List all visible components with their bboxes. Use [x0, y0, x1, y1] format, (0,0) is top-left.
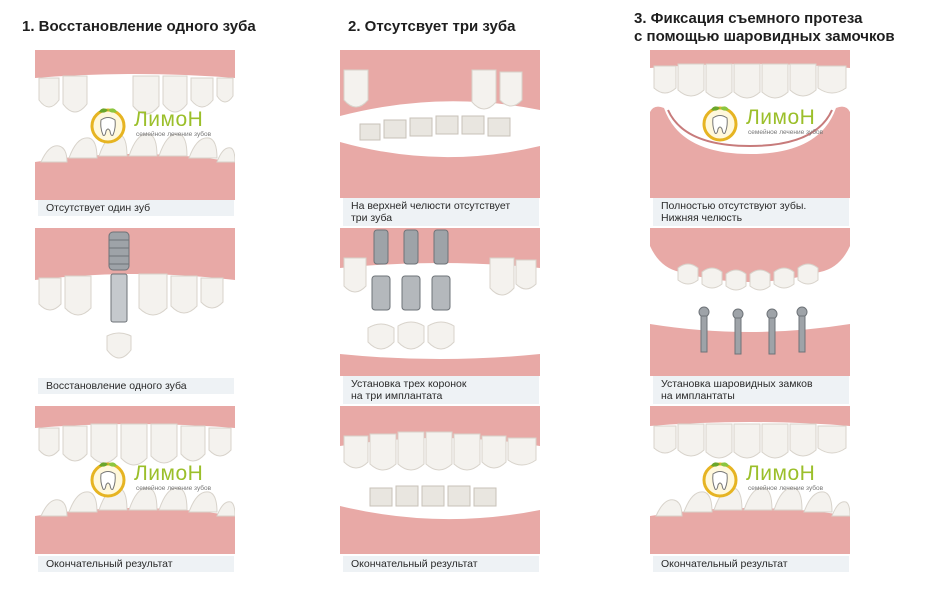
logo-name: ЛимоН — [746, 462, 816, 485]
caption-line: Полностью отсутствуют зубы. — [661, 200, 807, 212]
caption-line: на три имплантата — [351, 390, 443, 402]
illustration-missing-one-tooth — [35, 50, 235, 200]
caption-line: три зуба — [351, 212, 393, 224]
limon-logo-icon — [702, 462, 738, 498]
column-1-title: 1. Восстановление одного зуба — [22, 18, 256, 36]
logo-name: ЛимоН — [746, 106, 816, 129]
caption-line: Окончательный результат — [351, 558, 478, 570]
caption-line: Отсутствует один зуб — [46, 202, 151, 214]
column-2-title-line: 2. Отсутсвует три зуба — [348, 18, 516, 35]
illustration-final-result-3 — [650, 406, 850, 554]
caption-line: Окончательный результат — [46, 558, 173, 570]
illustration-final-result-2 — [340, 406, 540, 554]
caption-line: Установка трех коронок — [351, 378, 467, 390]
logo-tagline: семейное лечение зубов — [136, 485, 212, 492]
caption-three-missing: На верхней челюсти отсутствует три зуба — [343, 198, 539, 226]
logo-tagline: семейное лечение зубов — [748, 485, 824, 492]
column-3-title: 3. Фиксация съемного протеза с помощью ш… — [634, 10, 895, 46]
illustration-ball-attachments — [650, 228, 850, 376]
caption-final-result-2: Окончательный результат — [343, 556, 539, 572]
caption-line: Окончательный результат — [661, 558, 788, 570]
caption-ball-locks: Установка шаровидных замков на имплантат… — [653, 376, 849, 404]
caption-single-restoration: Восстановление одного зуба — [38, 378, 234, 394]
limon-logo: ЛимоН семейное лечение зубов — [88, 104, 211, 144]
caption-line: на имплантаты — [661, 390, 735, 402]
logo-name: ЛимоН — [134, 108, 204, 131]
illustration-three-missing-teeth — [340, 50, 540, 198]
limon-logo-icon — [90, 462, 126, 498]
caption-line: Нижняя челюсть — [661, 212, 743, 224]
column-2-title: 2. Отсутсвует три зуба — [348, 18, 515, 36]
illustration-final-result-1 — [35, 406, 235, 554]
implant-screw — [108, 231, 130, 323]
illustration-single-implant — [35, 228, 235, 376]
column-3-title-line-1: 3. Фиксация съемного протеза — [634, 10, 863, 27]
column-3-title-line-2: с помощью шаровидных замочков — [634, 28, 895, 45]
limon-logo: ЛимоН семейное лечение зубов — [88, 458, 211, 498]
caption-no-teeth: Полностью отсутствуют зубы. Нижняя челюс… — [653, 198, 849, 226]
limon-logo: ЛимоН семейное лечение зубов — [700, 458, 823, 498]
caption-final-result-1: Окончательный результат — [38, 556, 234, 572]
illustration-edentulous-jaw — [650, 50, 850, 198]
logo-tagline: семейное лечение зубов — [136, 131, 212, 138]
caption-line: На верхней челюсти отсутствует — [351, 200, 511, 212]
logo-tagline: семейное лечение зубов — [748, 129, 824, 136]
limon-logo-icon — [702, 106, 738, 142]
logo-name: ЛимоН — [134, 462, 204, 485]
limon-logo-icon — [90, 108, 126, 144]
illustration-three-implants — [340, 228, 540, 376]
caption-line: Восстановление одного зуба — [46, 380, 187, 392]
caption-final-result-3: Окончательный результат — [653, 556, 849, 572]
caption-missing-one-tooth: Отсутствует один зуб — [38, 200, 234, 216]
column-1-title-line: 1. Восстановление одного зуба — [22, 18, 256, 35]
caption-three-crowns: Установка трех коронок на три имплантата — [343, 376, 539, 404]
limon-logo: ЛимоН семейное лечение зубов — [700, 102, 823, 142]
caption-line: Установка шаровидных замков — [661, 378, 813, 390]
